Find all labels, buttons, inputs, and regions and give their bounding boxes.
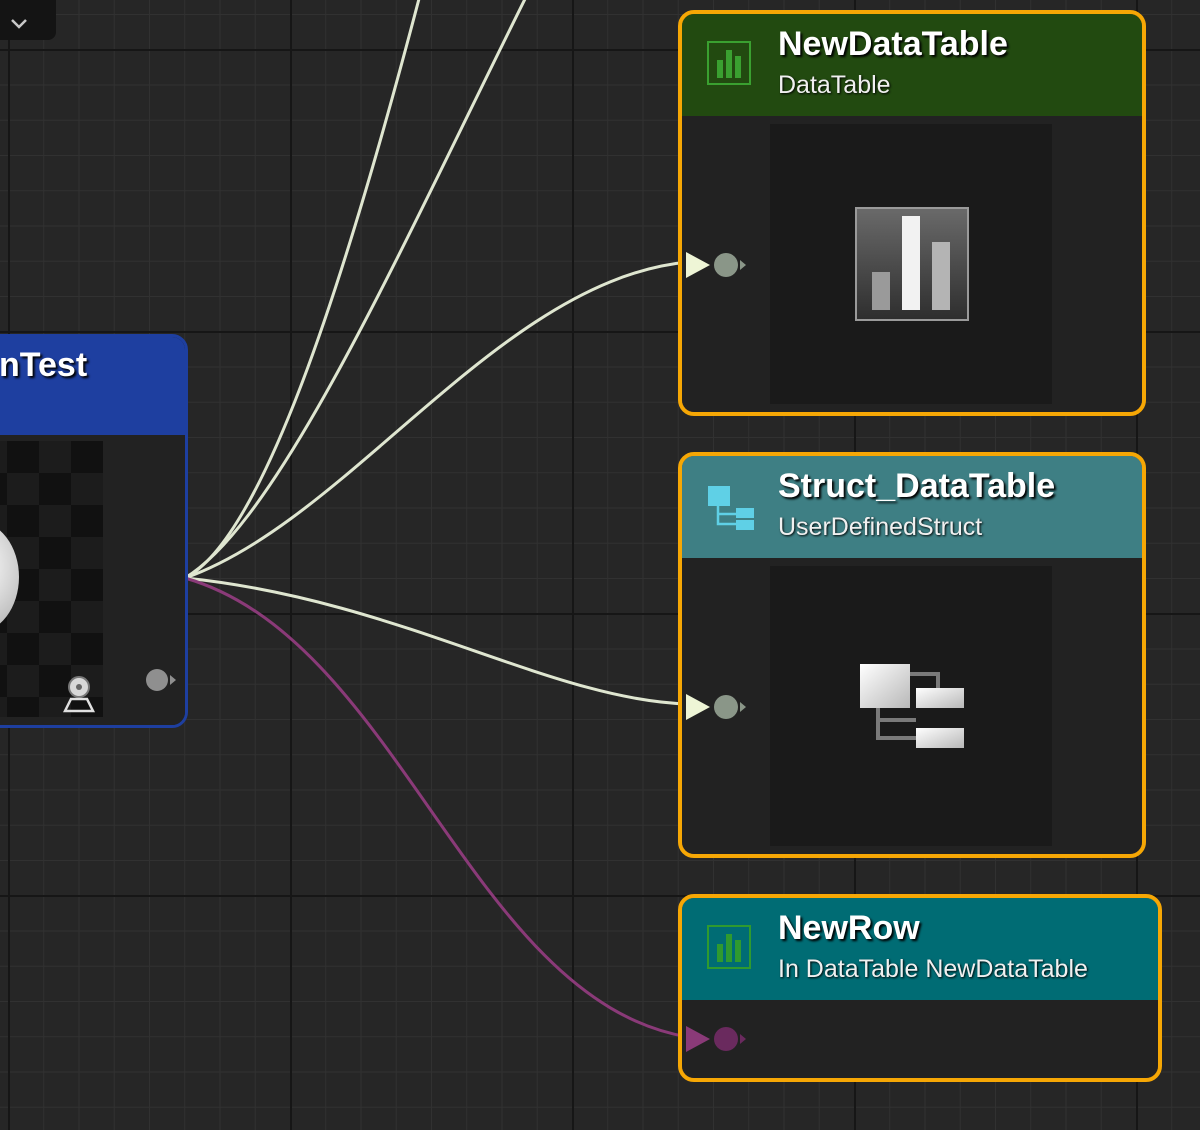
newrow-subtitle: In DataTable NewDataTable: [778, 955, 1088, 983]
newrow-body: [682, 1000, 1158, 1078]
newrow-header: NewRow In DataTable NewDataTable: [682, 898, 1158, 1000]
newrow-node[interactable]: NewRow In DataTable NewDataTable: [678, 894, 1162, 1082]
newdatatable-thumbnail: [770, 124, 1052, 404]
struct-input-pin[interactable]: [684, 690, 748, 724]
newdatatable-node[interactable]: NewDataTable DataTable: [678, 10, 1146, 416]
sphere-preview: [0, 521, 19, 633]
wire-offscreen-1[interactable]: [184, 0, 421, 580]
newdatatable-body: [682, 116, 1142, 412]
newdatatable-title: NewDataTable: [778, 25, 1008, 63]
source-thumbnail: [0, 441, 103, 717]
datatable-icon: [707, 925, 751, 969]
newdatatable-subtitle: DataTable: [778, 71, 891, 99]
source-node-title: nTest: [0, 346, 88, 384]
wire-to-struct[interactable]: [184, 576, 689, 706]
struct-body: [682, 558, 1142, 854]
struct-title: Struct_DataTable: [778, 467, 1056, 505]
struct-subtitle: UserDefinedStruct: [778, 513, 983, 541]
wire-offscreen-2[interactable]: [184, 0, 527, 580]
struct-thumbnail: [770, 566, 1052, 846]
struct-header: Struct_DataTable UserDefinedStruct: [682, 456, 1142, 558]
chevron-down-icon: [11, 19, 27, 29]
wire-to-newdatatable[interactable]: [184, 260, 689, 580]
source-node-header: nTest: [0, 337, 185, 435]
source-output-pin[interactable]: [143, 665, 179, 695]
newrow-title: NewRow: [778, 909, 920, 947]
view-options-dropdown[interactable]: [0, 0, 56, 40]
sphere-actor-icon: [62, 676, 96, 713]
datatable-icon: [707, 41, 751, 85]
newrow-input-pin[interactable]: [684, 1022, 748, 1056]
struct-icon: [708, 486, 754, 530]
newdatatable-input-pin[interactable]: [684, 248, 748, 282]
source-node[interactable]: nTest: [0, 334, 188, 728]
wire-to-newrow[interactable]: [184, 576, 689, 1039]
datatable-thumbnail-icon: [855, 207, 969, 321]
source-node-body: [0, 435, 185, 725]
struct-thumbnail-icon: [860, 664, 964, 748]
struct-node[interactable]: Struct_DataTable UserDefinedStruct: [678, 452, 1146, 858]
newdatatable-header: NewDataTable DataTable: [682, 14, 1142, 116]
